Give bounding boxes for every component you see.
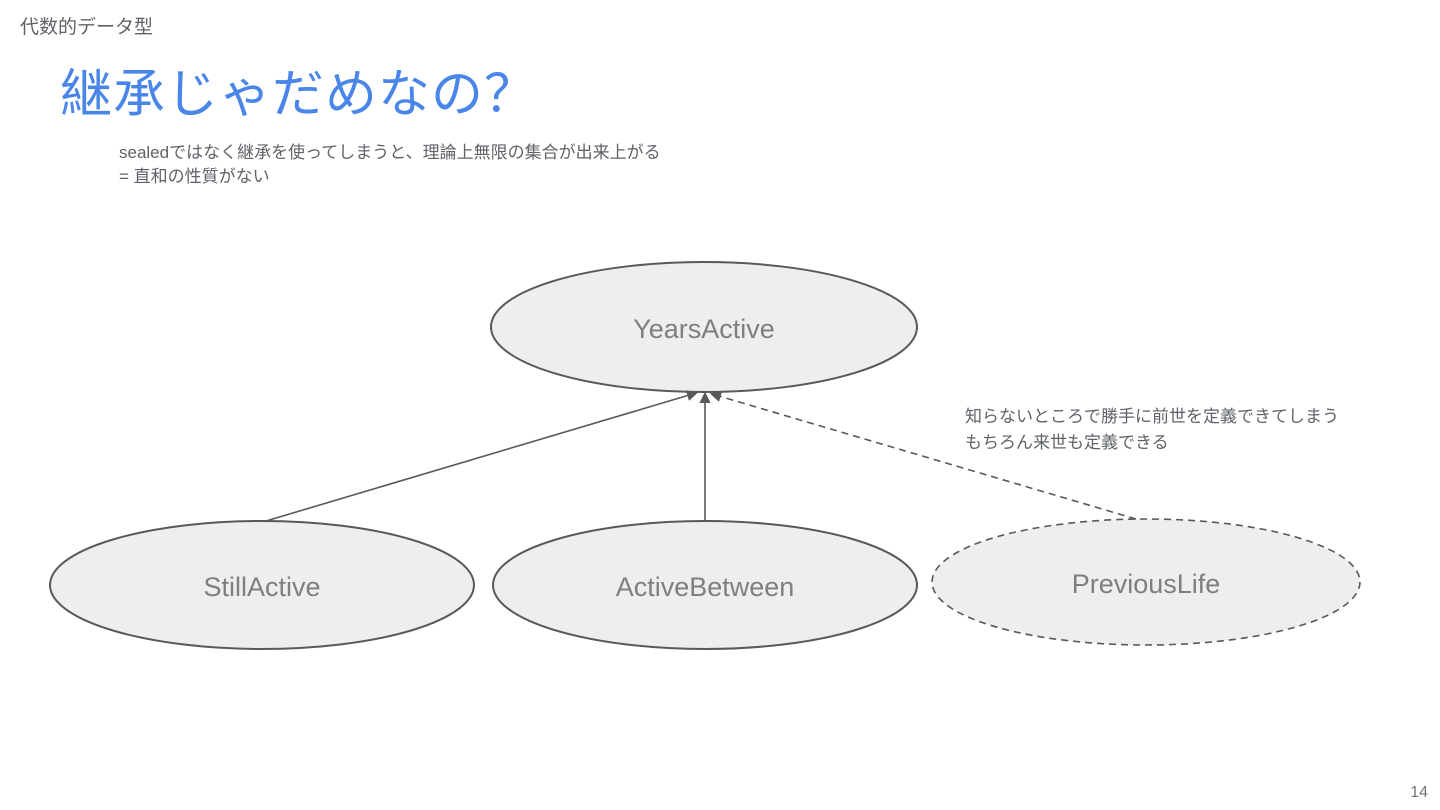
node-still-active-label: StillActive xyxy=(203,572,320,602)
edge-annotation: 知らないところで勝手に前世を定義できてしまう もちろん来世も定義できる xyxy=(965,404,1339,456)
body-line-1: sealedではなく継承を使ってしまうと、理論上無限の集合が出来上がる xyxy=(119,143,661,162)
edge-still-active-to-years-active xyxy=(265,390,699,522)
annotation-line-2: もちろん来世も定義できる xyxy=(965,433,1169,452)
node-still-active xyxy=(49,520,475,650)
slide-kicker: 代数的データ型 xyxy=(20,17,154,38)
slide-body: sealedではなく継承を使ってしまうと、理論上無限の集合が出来上がる = 直和… xyxy=(119,141,661,189)
edge-previous-life-to-years-active xyxy=(709,391,1137,520)
page-number: 14 xyxy=(1410,784,1428,801)
node-previous-life xyxy=(931,518,1361,646)
node-active-between-label: ActiveBetween xyxy=(616,572,795,602)
node-years-active-label: YearsActive xyxy=(633,314,775,344)
slide-title: 継承じゃだめなの？ xyxy=(60,66,538,124)
annotation-line-1: 知らないところで勝手に前世を定義できてしまう xyxy=(965,407,1339,426)
body-line-2: = 直和の性質がない xyxy=(119,167,270,186)
node-previous-life-label: PreviousLife xyxy=(1072,569,1221,599)
